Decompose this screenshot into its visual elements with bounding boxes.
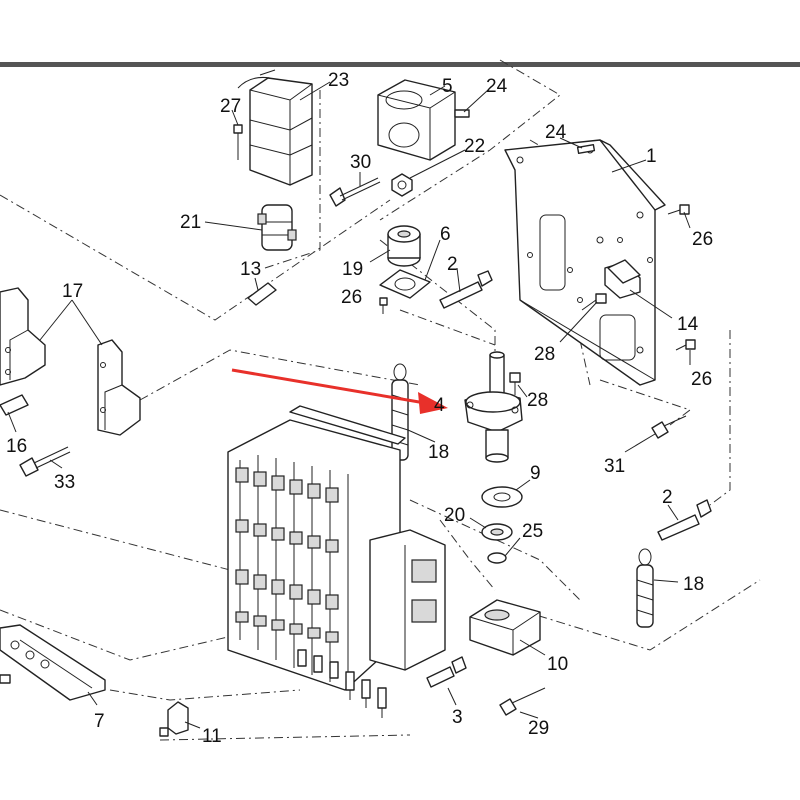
part-4-spindle xyxy=(464,351,523,463)
part-28-screws xyxy=(509,293,607,395)
callout-33: 33 xyxy=(54,472,75,493)
callout-28-lower: 28 xyxy=(527,390,548,411)
part-20-bearing xyxy=(481,523,513,541)
part-22-nut xyxy=(391,173,413,197)
part-5-bracket-housing xyxy=(377,79,470,161)
part-33-bolt xyxy=(19,446,71,477)
callout-6: 6 xyxy=(440,224,451,245)
callout-1: 1 xyxy=(646,146,657,167)
callout-16: 16 xyxy=(6,436,27,457)
part-30-long-screw xyxy=(329,177,381,207)
part-7-rail xyxy=(0,624,106,701)
callout-2: 2 xyxy=(447,254,458,275)
callout-14: 14 xyxy=(677,314,699,335)
callout-5: 5 xyxy=(442,76,453,97)
part-23-motor xyxy=(237,69,313,186)
part-26-screws xyxy=(379,204,696,351)
callout-23: 23 xyxy=(328,70,349,91)
nozzle-head-assembly xyxy=(227,405,446,718)
callout-3: 3 xyxy=(452,707,463,728)
part-1-main-plate xyxy=(504,139,666,386)
callout-9: 9 xyxy=(530,463,541,484)
callout-31: 31 xyxy=(604,456,625,477)
callout-10: 10 xyxy=(547,654,568,675)
part-17-brackets xyxy=(0,287,141,436)
part-24-pins xyxy=(576,143,596,155)
callout-7: 7 xyxy=(94,711,105,732)
callout-2-lower: 2 xyxy=(662,487,673,508)
callout-labels: 1 2 2 3 4 5 6 7 9 10 11 13 14 16 17 18 1… xyxy=(6,70,713,747)
part-9-ring xyxy=(481,486,523,508)
callout-25: 25 xyxy=(522,521,543,542)
callout-21: 21 xyxy=(180,212,201,233)
part-10-clamp xyxy=(469,599,541,656)
part-16-shaft xyxy=(0,394,29,416)
callout-11: 11 xyxy=(202,726,222,747)
part-2-studs xyxy=(439,270,712,541)
highlight-arrow xyxy=(231,368,448,414)
callout-26-upper-right: 26 xyxy=(692,229,713,250)
part-3-stud xyxy=(426,656,467,688)
part-25-clip xyxy=(487,552,507,564)
callout-22: 22 xyxy=(464,136,485,157)
callout-26-lower-right: 26 xyxy=(691,369,712,390)
callout-13: 13 xyxy=(240,259,261,280)
callout-26: 26 xyxy=(341,287,362,308)
callout-28: 28 xyxy=(534,344,555,365)
part-21-coupling xyxy=(257,204,297,251)
callout-20: 20 xyxy=(444,505,465,526)
callout-24: 24 xyxy=(486,76,508,97)
callout-18: 18 xyxy=(428,442,449,463)
part-11-bracket xyxy=(159,701,189,737)
top-border-bar xyxy=(0,62,800,67)
leader-lines xyxy=(7,81,691,729)
callout-29: 29 xyxy=(528,718,549,739)
callout-17: 17 xyxy=(62,281,83,302)
callout-27: 27 xyxy=(220,96,241,117)
part-6-gasket xyxy=(379,269,431,299)
part-13-pin xyxy=(247,282,277,306)
part-29-bolt xyxy=(499,687,546,716)
callout-24-right: 24 xyxy=(545,122,567,143)
callout-19: 19 xyxy=(342,259,363,280)
callout-30: 30 xyxy=(350,152,371,173)
part-27-screw xyxy=(233,124,243,160)
callout-4: 4 xyxy=(434,395,445,416)
part-14-block xyxy=(607,259,641,284)
callout-18-right: 18 xyxy=(683,574,704,595)
part-31-bolt xyxy=(651,415,687,439)
part-19-bearing xyxy=(387,225,421,267)
